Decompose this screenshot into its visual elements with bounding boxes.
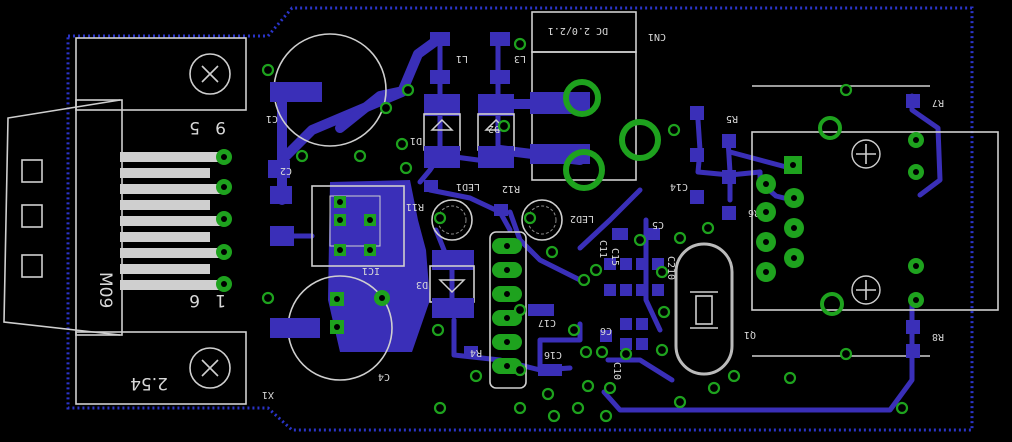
dc-jack: DC 2.0/2.1 CN1 bbox=[530, 11, 666, 191]
q1-label: Q1 bbox=[744, 329, 756, 340]
pin5-label: 5 bbox=[189, 117, 200, 137]
c2-capacitor: C2 bbox=[268, 160, 292, 178]
pin-header: R4 C17 C16 bbox=[464, 231, 562, 389]
c16-label: C16 bbox=[544, 349, 562, 360]
l1-label: L1 bbox=[456, 53, 468, 64]
pin1-label: 1 bbox=[215, 290, 226, 310]
x1-label: X1 bbox=[262, 389, 274, 400]
c210-label: C210 bbox=[665, 256, 676, 280]
db9-name-label: M09 bbox=[95, 272, 115, 308]
d1-label: D1 bbox=[410, 135, 422, 146]
r5-label: R5 bbox=[726, 113, 738, 124]
r12-label: R12 bbox=[502, 183, 520, 194]
l3-label: L3 bbox=[514, 53, 526, 64]
c4-label: C4 bbox=[378, 371, 390, 382]
d3-label: D3 bbox=[416, 279, 428, 290]
dc-jack-label: DC 2.0/2.1 bbox=[548, 25, 608, 36]
leds: LED1 LED2 R11 R12 bbox=[406, 180, 594, 241]
r6-label: R6 bbox=[748, 207, 760, 218]
pin6-label: 6 bbox=[189, 290, 200, 310]
d2-label: D2 bbox=[488, 123, 500, 134]
d3-diode: D3 bbox=[416, 250, 475, 318]
c14-label: C14 bbox=[670, 181, 688, 192]
inductors-diodes: L1 L3 D1 D2 bbox=[395, 32, 527, 168]
c4-capacitor: C4 bbox=[270, 275, 393, 382]
r11-label: R11 bbox=[406, 201, 424, 212]
c1-capacitor: C1 bbox=[266, 33, 415, 163]
c15-label: C15 bbox=[609, 248, 620, 266]
rj-connector: R7 R8 bbox=[751, 85, 999, 358]
ic1-label: IC1 bbox=[362, 265, 380, 276]
led2-label: LED2 bbox=[570, 213, 594, 224]
r7-label: R7 bbox=[932, 97, 944, 108]
c2-label: C2 bbox=[280, 165, 292, 176]
c5-label: C5 bbox=[652, 219, 664, 230]
ic1: IC1 bbox=[270, 180, 430, 352]
c6-label: C6 bbox=[600, 325, 612, 336]
pin9-label: 9 bbox=[215, 117, 226, 137]
pitch-label: 2.54 bbox=[130, 373, 168, 393]
r8-label: R8 bbox=[932, 331, 944, 342]
led1-label: LED1 bbox=[456, 181, 480, 192]
c1-label: C1 bbox=[266, 113, 278, 124]
crystal-q1: Q1 bbox=[674, 242, 756, 376]
cn1-label: CN1 bbox=[648, 31, 666, 42]
c17-label: C17 bbox=[538, 317, 556, 328]
c10-label: C10 bbox=[611, 362, 622, 380]
c11-label: C11 bbox=[597, 240, 608, 258]
db9-connector: 5 9 6 1 M09 2.54 bbox=[3, 37, 247, 405]
vias bbox=[261, 63, 909, 423]
resistor-group-r5-r6: R5 R6 C14 bbox=[670, 106, 760, 220]
r4-label: R4 bbox=[470, 347, 482, 358]
